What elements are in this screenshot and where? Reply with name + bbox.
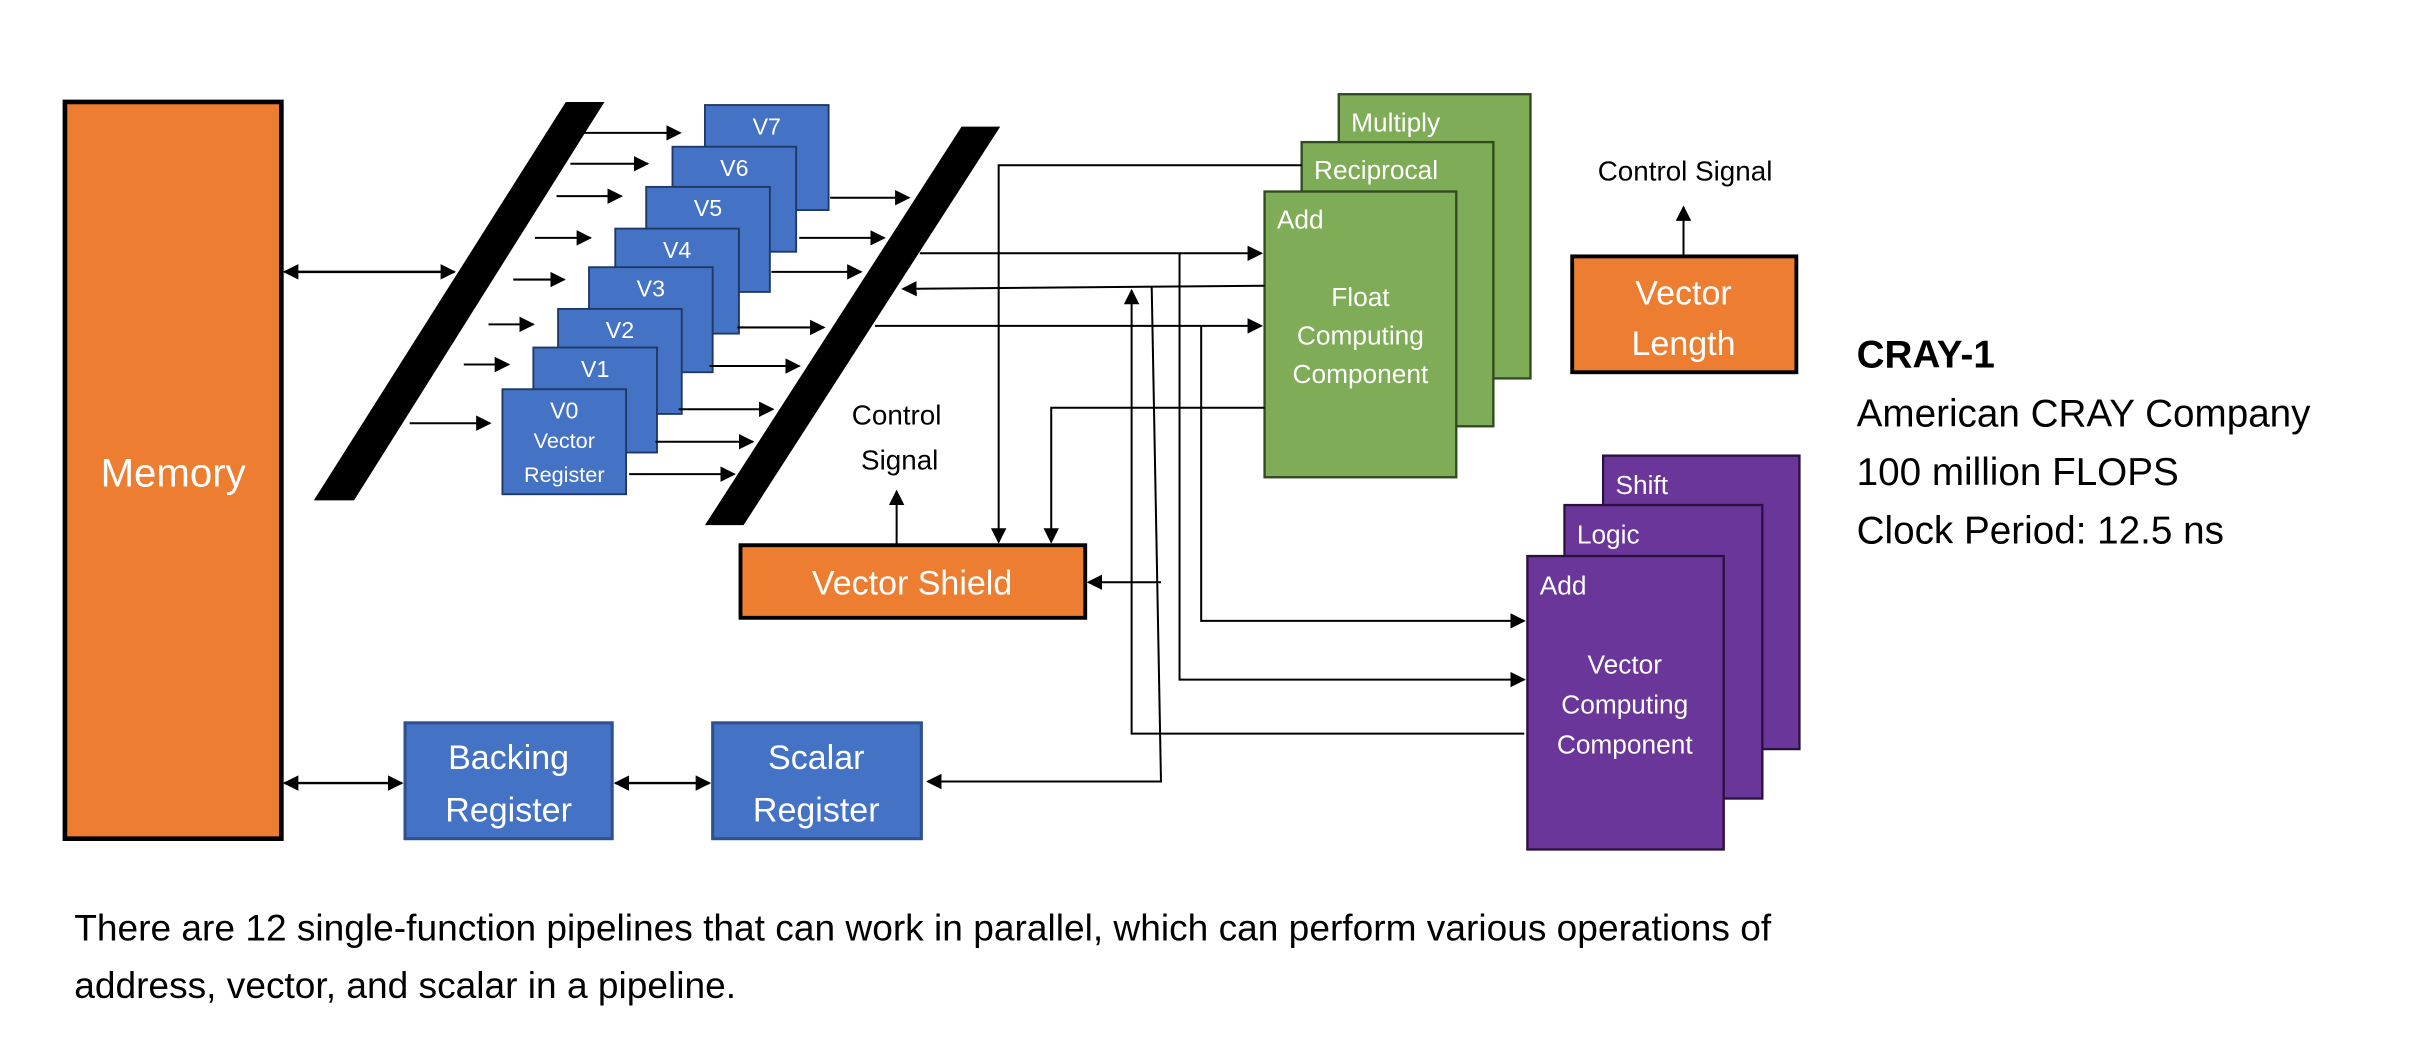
vector-shield-block: Vector Shield Control Signal bbox=[738, 400, 1088, 620]
vector-register-label: V5 bbox=[694, 195, 722, 221]
wire-to-scalar bbox=[926, 287, 1163, 790]
vector-title-line-1: Vector bbox=[1588, 649, 1663, 679]
float-layer-add bbox=[1263, 190, 1458, 479]
info-line-company: American CRAY Company bbox=[1857, 392, 2312, 435]
vector-title-line-3: Component bbox=[1557, 730, 1693, 760]
v0-sublabel: Vector bbox=[534, 428, 595, 453]
memory-box bbox=[62, 99, 284, 841]
wire-reciprocal-to-shield bbox=[990, 164, 1302, 544]
vector-computing-stack: Shift Logic Add Vector Computing Compone… bbox=[1526, 454, 1801, 851]
float-title-line-2: Computing bbox=[1297, 320, 1424, 350]
float-layer-add-label: Add bbox=[1277, 205, 1324, 235]
float-computing-stack: Multiply Reciprocal Add Float Computing … bbox=[1263, 93, 1532, 479]
scalar-register-block: Scalar Register bbox=[711, 721, 923, 841]
backing-register-block: Backing Register bbox=[403, 721, 614, 841]
wire-vector-out-up bbox=[1123, 288, 1525, 735]
memory-block: Memory bbox=[62, 99, 284, 841]
info-title: CRAY-1 bbox=[1857, 334, 1995, 377]
right-bus-bar bbox=[704, 126, 1001, 526]
float-layer-reciprocal-label: Reciprocal bbox=[1314, 155, 1438, 185]
vector-register-label: V3 bbox=[637, 276, 665, 302]
interconnect-wires bbox=[874, 164, 1526, 790]
memory-label: Memory bbox=[101, 451, 246, 496]
vector-register-label: V6 bbox=[720, 155, 748, 181]
vector-length-line-2: Length bbox=[1632, 325, 1736, 363]
wire-float-to-shield bbox=[1043, 406, 1265, 544]
caption-line-2: address, vector, and scalar in a pipelin… bbox=[74, 964, 736, 1006]
scalar-register-line-2: Register bbox=[753, 792, 880, 830]
float-title-line-3: Component bbox=[1293, 359, 1429, 389]
info-line-flops: 100 million FLOPS bbox=[1857, 451, 2179, 494]
caption-line-1: There are 12 single-function pipelines t… bbox=[74, 907, 1772, 949]
backing-register-line-2: Register bbox=[445, 792, 572, 830]
float-title-line-1: Float bbox=[1331, 282, 1390, 312]
v0-sublabel: Register bbox=[524, 462, 605, 487]
vector-length-box bbox=[1570, 254, 1799, 375]
scalar-register-line-1: Scalar bbox=[768, 739, 864, 777]
vector-shield-signal-line-2: Signal bbox=[861, 445, 938, 476]
vector-shield-signal-line-1: Control bbox=[852, 400, 942, 431]
vector-shield-label: Vector Shield bbox=[812, 565, 1012, 603]
backing-register-line-1: Backing bbox=[448, 739, 569, 777]
vector-shield-box bbox=[738, 543, 1088, 620]
vector-layer-logic-label: Logic bbox=[1577, 520, 1640, 550]
left-bus-bar bbox=[313, 101, 605, 501]
vector-register-label: V7 bbox=[753, 113, 781, 139]
vector-length-block: Vector Length Control Signal bbox=[1570, 156, 1799, 375]
vector-register-box bbox=[501, 388, 628, 496]
vector-layer-shift-label: Shift bbox=[1615, 470, 1668, 500]
scalar-register-box bbox=[711, 721, 923, 841]
vector-title-line-2: Computing bbox=[1561, 690, 1688, 720]
float-layer-multiply-label: Multiply bbox=[1351, 107, 1441, 137]
backing-register-box bbox=[403, 721, 614, 841]
wire-to-vector-2 bbox=[1200, 325, 1526, 629]
wire-float-to-bus bbox=[901, 280, 1265, 297]
vector-register-label: V4 bbox=[663, 237, 691, 263]
info-panel: CRAY-1 American CRAY Company 100 million… bbox=[1857, 334, 2312, 553]
vector-layer-add bbox=[1526, 554, 1725, 851]
info-line-clock: Clock Period: 12.5 ns bbox=[1857, 510, 2224, 553]
register-to-bus-arrows bbox=[629, 189, 911, 482]
vector-register-label: V1 bbox=[581, 356, 609, 382]
caption: There are 12 single-function pipelines t… bbox=[74, 907, 1772, 1006]
vector-length-control-signal: Control Signal bbox=[1598, 156, 1773, 187]
wire-to-vector-1 bbox=[1178, 253, 1526, 688]
vector-length-line-1: Vector bbox=[1635, 274, 1731, 312]
vector-layer-add-label: Add bbox=[1540, 571, 1587, 601]
vector-register-label: V2 bbox=[606, 317, 634, 343]
bus-to-register-arrows bbox=[409, 125, 682, 431]
vector-register-label: V0 bbox=[550, 398, 578, 424]
